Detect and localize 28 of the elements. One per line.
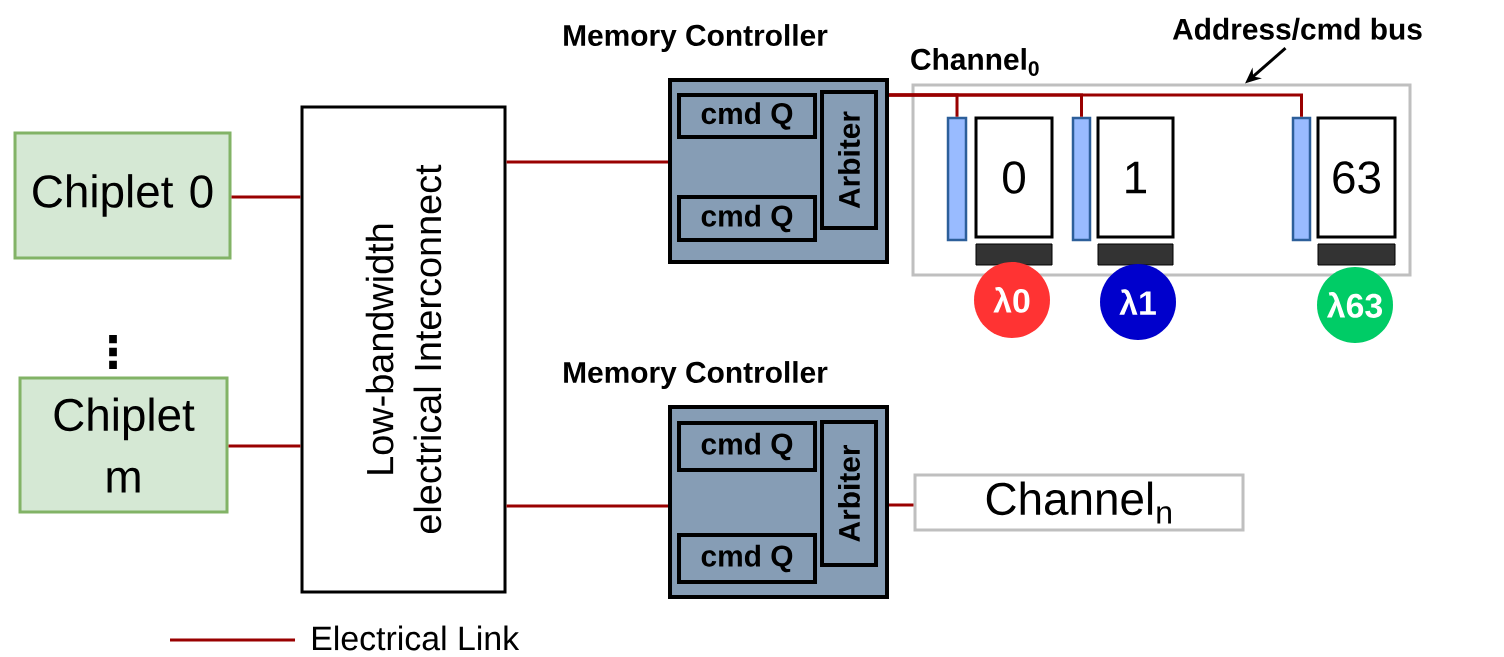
bank-box: 0 <box>974 116 1054 266</box>
queue-box: cmd Q <box>677 421 817 472</box>
chiplet-box: Chiplet m <box>18 376 229 514</box>
queue-box: cmd Q <box>677 533 817 584</box>
link-line <box>889 93 1303 117</box>
arbiter-box: Arbiter <box>820 420 878 567</box>
link-line <box>889 503 914 507</box>
link-line <box>231 195 301 199</box>
node-label: Channel$_{0}$ <box>911 48 1039 76</box>
queue-box: cmd Q <box>677 195 817 242</box>
arbiter-box: Arbiter <box>820 90 878 230</box>
chiplet-box: Chiplet 0 <box>13 131 232 260</box>
channel-box: Channel$_{n}$ <box>913 473 1245 532</box>
port-bar <box>946 116 968 242</box>
port-bar <box>1291 116 1312 242</box>
legend-label: Electrical Link <box>313 625 520 651</box>
bus-label: Address/cmd bus <box>1172 17 1422 41</box>
bank-box: 1 <box>1096 116 1175 266</box>
link-line <box>228 444 301 448</box>
link-line <box>506 504 668 508</box>
interconnect-box: Low-bandwidth electrical Interconnect <box>300 105 507 594</box>
queue-box: cmd Q <box>677 93 817 139</box>
node-label: Memory Controller <box>564 361 828 389</box>
node-label: Memory Controller <box>564 24 828 52</box>
ellipsis-mark: ⋮ <box>109 335 117 369</box>
link-line <box>506 160 668 164</box>
bank-box: 63 <box>1316 116 1397 266</box>
port-bar <box>1071 116 1092 242</box>
